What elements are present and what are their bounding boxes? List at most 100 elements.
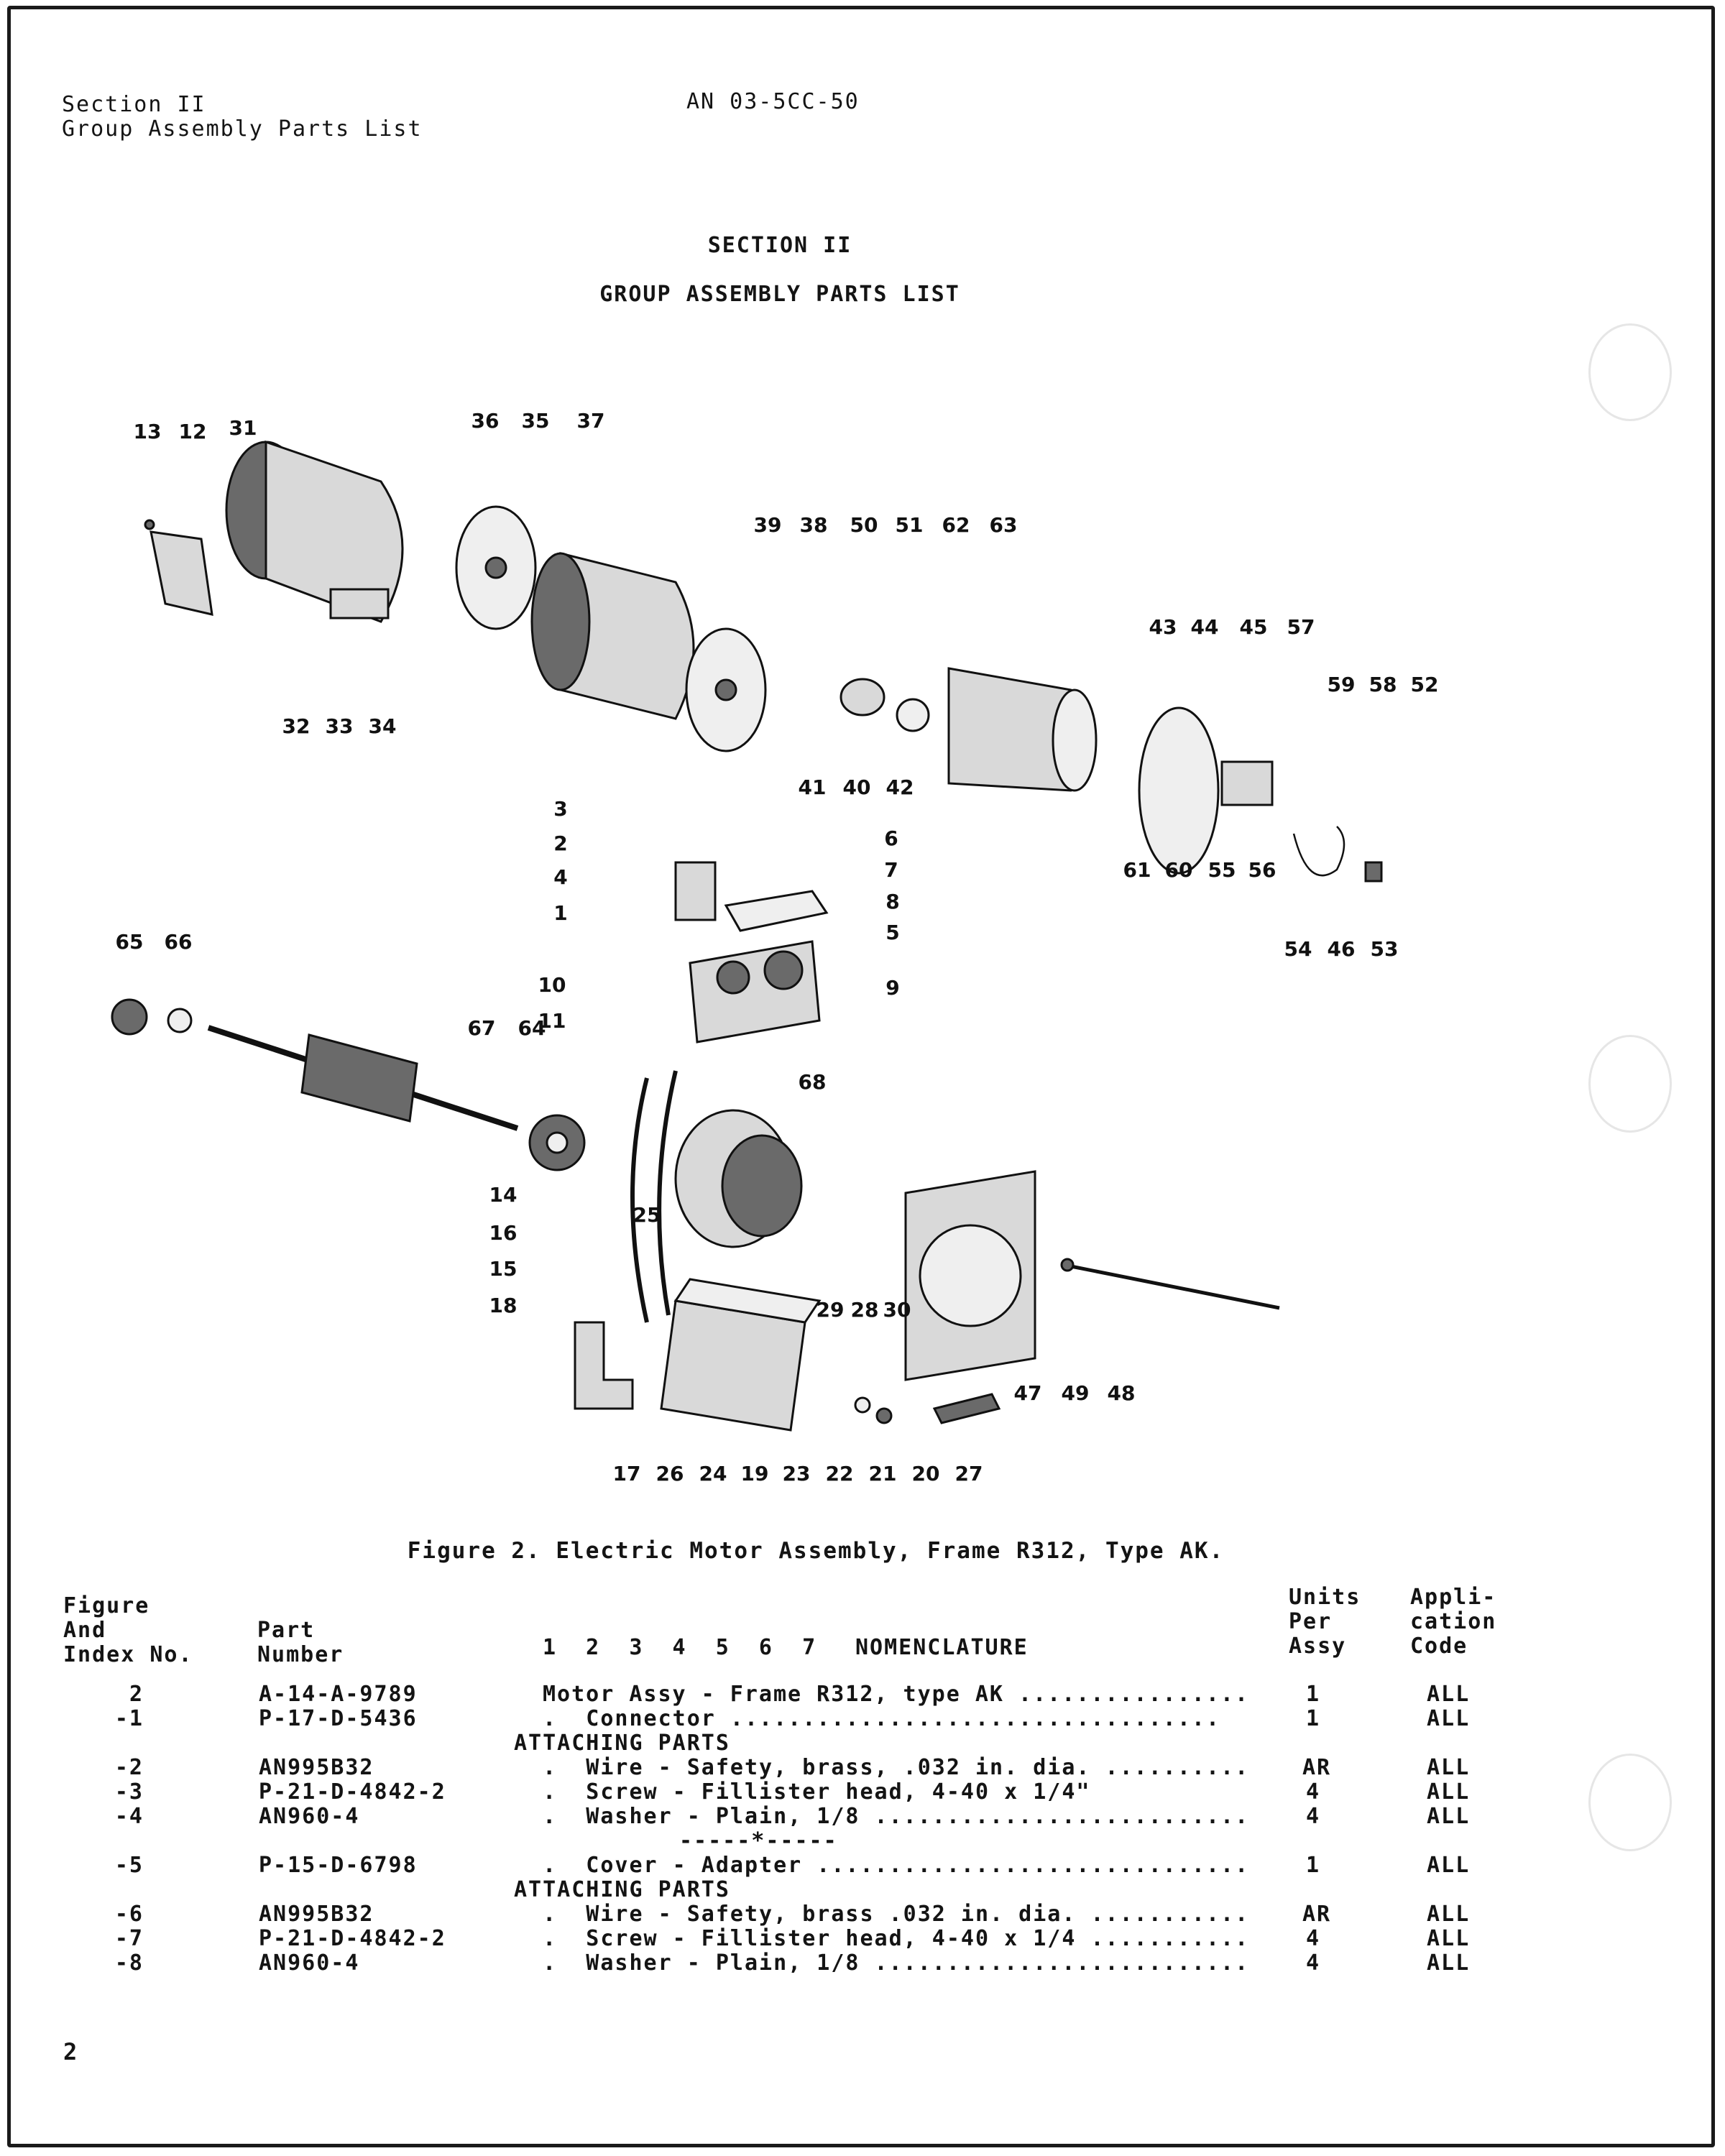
col-units-line1: Units (1289, 1585, 1361, 1610)
nomenclature: . Screw - Fillister head, 4-40 x 1/4 ...… (514, 1926, 1250, 1951)
callout-number: 40 (843, 775, 871, 799)
part-bracket (932, 1393, 1001, 1424)
callout-number: 49 (1062, 1381, 1090, 1405)
callout-number: 18 (489, 1294, 518, 1317)
callout-number: 20 (912, 1462, 940, 1485)
units-per-assy: AR (1302, 1902, 1332, 1927)
part-brush-spring (1292, 826, 1346, 877)
callout-number: 66 (165, 930, 193, 954)
part-screw (144, 519, 155, 530)
table-row: -5 P-15-D-6798 . Cover - Adapter .......… (0, 1853, 1725, 1878)
callout-number: 10 (538, 973, 566, 997)
callout-number: 41 (799, 775, 827, 799)
col-part-line2: Number (257, 1642, 344, 1667)
attaching-parts-label: ATTACHING PARTS (514, 1877, 730, 1902)
part-cover (724, 890, 829, 932)
part-number: P-21-D-4842-2 (259, 1926, 446, 1951)
part-number: AN995B32 (259, 1755, 374, 1780)
part-elbow (574, 1321, 634, 1410)
nomenclature: . Wire - Safety, brass .032 in. dia. ...… (514, 1902, 1250, 1927)
table-row: -8 AN960-4 . Washer - Plain, 1/8 .......… (0, 1950, 1725, 1976)
part-number: AN960-4 (259, 1950, 360, 1976)
nomenclature: . Cover - Adapter ......................… (514, 1853, 1250, 1878)
header-section: Section II (62, 92, 206, 117)
index-number: -4 (114, 1804, 144, 1829)
callout-number: 3 (553, 797, 567, 821)
callout-number: 57 (1287, 615, 1315, 639)
attaching-parts-label: ATTACHING PARTS (514, 1731, 730, 1756)
nomenclature: . Washer - Plain, 1/8 ..................… (514, 1804, 1250, 1829)
col-part-line1: Part (257, 1618, 316, 1643)
punch-hole (1588, 1754, 1672, 1851)
callout-number: 8 (886, 890, 899, 913)
part-number: P-17-D-5436 (259, 1706, 418, 1731)
callout-number: 54 (1284, 937, 1312, 961)
part-number: AN995B32 (259, 1902, 374, 1927)
callout-number: 65 (116, 930, 144, 954)
nomenclature: . Connector ............................… (514, 1706, 1221, 1731)
header-subtitle: Group Assembly Parts List (62, 116, 423, 142)
callout-number: 45 (1240, 615, 1268, 639)
part-armature (300, 1033, 418, 1123)
index-number: -2 (114, 1755, 144, 1780)
col-units-line3: Assy (1289, 1634, 1347, 1659)
units-per-assy: AR (1302, 1755, 1332, 1780)
index-number: -7 (114, 1926, 144, 1951)
callout-number: 52 (1411, 673, 1439, 696)
callout-number: 50 (850, 513, 878, 537)
table-row: -3 P-21-D-4842-2 . Screw - Fillister hea… (0, 1779, 1725, 1805)
part-number: A-14-A-9789 (259, 1682, 418, 1707)
units-per-assy: 4 (1305, 1950, 1321, 1976)
callout-number: 62 (942, 513, 970, 537)
callout-number: 56 (1248, 858, 1276, 882)
callout-number: 30 (883, 1298, 911, 1322)
callout-number: 44 (1191, 615, 1219, 639)
callout-number: 38 (800, 513, 828, 537)
nomenclature: . Wire - Safety, brass, .032 in. dia. ..… (514, 1755, 1250, 1780)
table-row: -4 AN960-4 . Washer - Plain, 1/8 .......… (0, 1804, 1725, 1829)
callout-number: 31 (229, 416, 257, 440)
units-per-assy: 1 (1305, 1682, 1321, 1707)
index-number: -3 (114, 1779, 144, 1805)
callout-number: 5 (886, 921, 899, 944)
part-connector (674, 861, 717, 921)
part-adapter (689, 940, 821, 1044)
callout-number: 22 (826, 1462, 854, 1485)
application-code: ALL (1427, 1853, 1471, 1878)
callout-number: 19 (741, 1462, 769, 1485)
callout-number: 1 (553, 901, 567, 925)
page-border (7, 6, 1715, 2147)
index-number: -5 (114, 1853, 144, 1878)
index-number: -1 (114, 1706, 144, 1731)
page-number: 2 (63, 2038, 78, 2065)
callout-number: 64 (518, 1016, 546, 1040)
callout-number: 36 (472, 409, 500, 433)
callout-number: 16 (489, 1221, 518, 1245)
part-washer (167, 1008, 193, 1033)
callout-number: 29 (816, 1298, 845, 1322)
part-bolt-washer (1060, 1258, 1075, 1272)
table-row: 2 A-14-A-9789 Motor Assy - Frame R312, t… (0, 1682, 1725, 1707)
callout-number: 33 (326, 714, 354, 738)
callout-number: 37 (577, 409, 605, 433)
callout-number: 28 (851, 1298, 879, 1322)
application-code: ALL (1427, 1682, 1471, 1707)
part-terminal-box-top (673, 1278, 822, 1324)
table-row: -7 P-21-D-4842-2 . Screw - Fillister hea… (0, 1926, 1725, 1951)
col-figure-line3: Index No. (63, 1642, 193, 1667)
callout-number: 46 (1328, 937, 1356, 961)
doc-number: AN 03-5CC-50 (686, 89, 860, 114)
part-number: P-15-D-6798 (259, 1853, 418, 1878)
part-gasket (896, 698, 930, 732)
callout-number: 48 (1108, 1381, 1136, 1405)
callout-number: 53 (1371, 937, 1399, 961)
application-code: ALL (1427, 1779, 1471, 1805)
nomenclature: . Screw - Fillister head, 4-40 x 1/4" (514, 1779, 1091, 1805)
nomenclature: . Washer - Plain, 1/8 ..................… (514, 1950, 1250, 1976)
figure-caption: Figure 2. Electric Motor Assembly, Frame… (407, 1538, 1225, 1564)
table-row: -6 AN995B32 . Wire - Safety, brass .032 … (0, 1902, 1725, 1927)
application-code: ALL (1427, 1804, 1471, 1829)
callout-number: 26 (656, 1462, 684, 1485)
